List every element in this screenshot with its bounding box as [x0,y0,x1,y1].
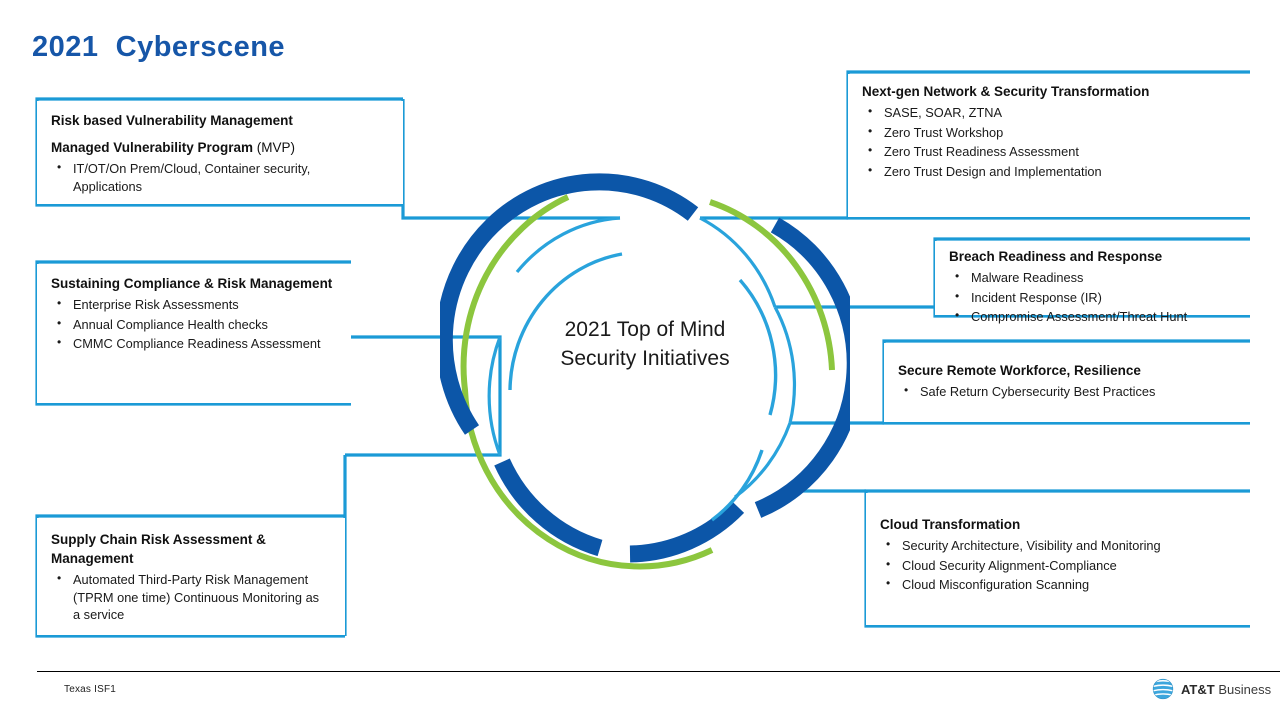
list-item: Cloud Misconfiguration Scanning [880,575,1238,594]
callout-title: Supply Chain Risk Assessment & Managemen… [51,532,266,566]
footer-divider [37,671,1280,672]
att-wordmark-bold: AT&T [1181,681,1215,697]
list-item: Incident Response (IR) [949,288,1238,307]
list-item: Safe Return Cybersecurity Best Practices [898,382,1238,401]
att-globe-icon [1152,678,1174,700]
callout-breach-readiness-and-response[interactable]: Breach Readiness and Response Malware Re… [935,241,1250,324]
callout-bullet-list: SASE, SOAR, ZTNA Zero Trust Workshop Zer… [862,103,1238,181]
wheel-center-text: 2021 Top of Mind Security Initiatives [440,315,850,373]
callout-bullet-list: IT/OT/On Prem/Cloud, Container security,… [51,159,391,195]
callout-next-gen-network-security-transformation[interactable]: Next-gen Network & Security Transformati… [848,74,1250,217]
callout-subtitle: Managed Vulnerability Program (MVP) [51,140,296,155]
callout-title: Risk based Vulnerability Management [51,113,293,128]
list-item: Malware Readiness [949,268,1238,287]
callout-secure-remote-workforce-resilience[interactable]: Secure Remote Workforce, Resilience Safe… [884,343,1250,422]
center-text-line1: 2021 Top of Mind [564,318,726,341]
att-wordmark-rest: Business [1214,681,1272,697]
list-item: Zero Trust Readiness Assessment [862,142,1238,161]
callout-sustaining-compliance-risk-management[interactable]: Sustaining Compliance & Risk Management … [37,264,351,403]
callout-bullet-list: Safe Return Cybersecurity Best Practices [898,382,1238,401]
callout-bullet-list: Security Architecture, Visibility and Mo… [880,536,1238,594]
callout-title: Next-gen Network & Security Transformati… [862,84,1150,99]
list-item: Zero Trust Design and Implementation [862,162,1238,181]
list-item: IT/OT/On Prem/Cloud, Container security,… [51,159,391,195]
list-item: CMMC Compliance Readiness Assessment [51,334,339,353]
callout-title: Breach Readiness and Response [949,249,1163,264]
callout-title: Sustaining Compliance & Risk Management [51,276,333,291]
callout-title: Secure Remote Workforce, Resilience [898,363,1141,378]
list-item: Enterprise Risk Assessments [51,295,339,314]
page-title: 2021 Cyberscene [32,31,286,63]
callout-bullet-list: Malware Readiness Incident Response (IR)… [949,268,1238,326]
list-item: Annual Compliance Health checks [51,315,339,334]
callout-supply-chain-risk-assessment-management[interactable]: Supply Chain Risk Assessment & Managemen… [37,518,345,635]
callout-bullet-list: Enterprise Risk Assessments Annual Compl… [51,295,339,353]
list-item: SASE, SOAR, ZTNA [862,103,1238,122]
footer-label: Texas ISF1 [64,684,117,695]
list-item: Security Architecture, Visibility and Mo… [880,536,1238,555]
list-item: Cloud Security Alignment-Compliance [880,556,1238,575]
callout-title: Cloud Transformation [880,517,1021,532]
callout-bullet-list: Automated Third-Party Risk Management (T… [51,570,333,624]
list-item: Zero Trust Workshop [862,123,1238,142]
list-item: Compromise Assessment/Threat Hunt [949,307,1238,326]
center-text-line2: Security Initiatives [560,347,730,370]
att-business-logo: AT&T Business [1152,678,1271,700]
wheel-graphic [440,150,850,580]
callout-cloud-transformation[interactable]: Cloud Transformation Security Architectu… [866,493,1250,625]
att-wordmark: AT&T Business [1181,682,1271,697]
callout-risk-based-vulnerability-management[interactable]: Risk based Vulnerability Management Mana… [37,101,403,204]
list-item: Automated Third-Party Risk Management (T… [51,570,333,624]
